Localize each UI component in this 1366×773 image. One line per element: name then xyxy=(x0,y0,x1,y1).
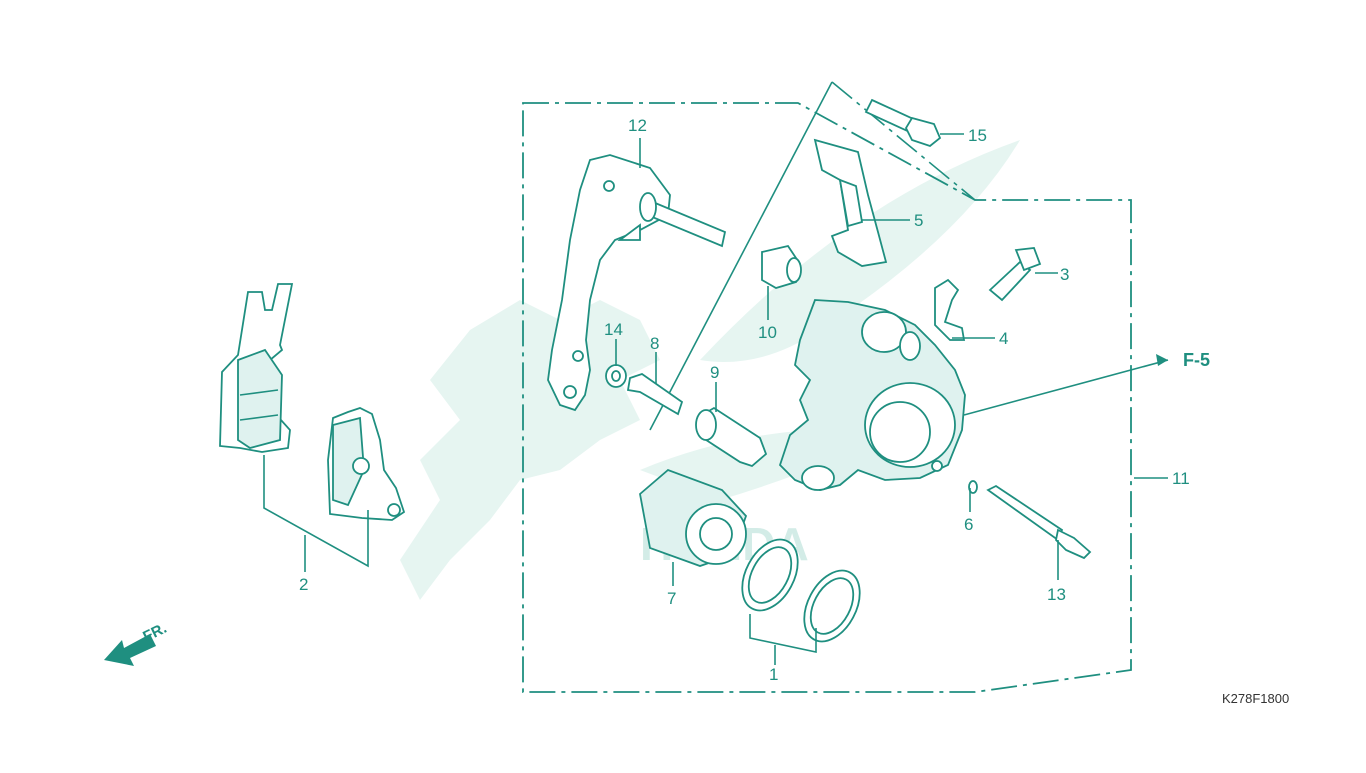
o-ring[interactable] xyxy=(968,480,978,494)
callout-6: 6 xyxy=(964,515,973,534)
callout-13: 13 xyxy=(1047,585,1066,604)
callout-labels: 1 2 3 4 5 6 7 8 9 10 11 12 13 14 15 xyxy=(299,116,1190,684)
caliper-body[interactable] xyxy=(778,299,966,491)
callout-15: 15 xyxy=(968,126,987,145)
front-arrow-icon xyxy=(104,634,156,666)
leader-lines xyxy=(263,133,1169,665)
slide-pin[interactable] xyxy=(695,406,768,468)
callout-8: 8 xyxy=(650,334,659,353)
pad-pin[interactable] xyxy=(986,484,1092,560)
callout-4: 4 xyxy=(999,329,1008,348)
callout-14: 14 xyxy=(604,320,623,339)
caliper-bolt[interactable] xyxy=(864,98,942,148)
bleed-screw[interactable] xyxy=(988,247,1042,302)
pin-bolt[interactable] xyxy=(626,373,684,416)
front-direction-indicator: FR. xyxy=(104,620,169,666)
callout-2: 2 xyxy=(299,575,308,594)
callout-12: 12 xyxy=(628,116,647,135)
pad-spring[interactable] xyxy=(813,138,888,267)
brake-pad-set[interactable] xyxy=(219,283,406,521)
figure-code: K278F1800 xyxy=(1222,691,1289,706)
callout-9: 9 xyxy=(710,363,719,382)
callout-1: 1 xyxy=(769,665,778,684)
callout-7: 7 xyxy=(667,589,676,608)
callout-3: 3 xyxy=(1060,265,1069,284)
piston-seal-set[interactable] xyxy=(731,530,871,651)
slide-pin-boot[interactable] xyxy=(761,244,802,289)
caliper-bracket[interactable] xyxy=(547,154,727,412)
assembly-boundary xyxy=(522,81,1132,693)
callout-10: 10 xyxy=(758,323,777,342)
section-reference[interactable]: F-5 xyxy=(1183,350,1210,370)
nut[interactable] xyxy=(605,364,627,388)
callout-11: 11 xyxy=(1172,469,1190,488)
piston[interactable] xyxy=(639,468,748,567)
bleed-cap[interactable] xyxy=(934,278,966,341)
callout-5: 5 xyxy=(914,211,923,230)
